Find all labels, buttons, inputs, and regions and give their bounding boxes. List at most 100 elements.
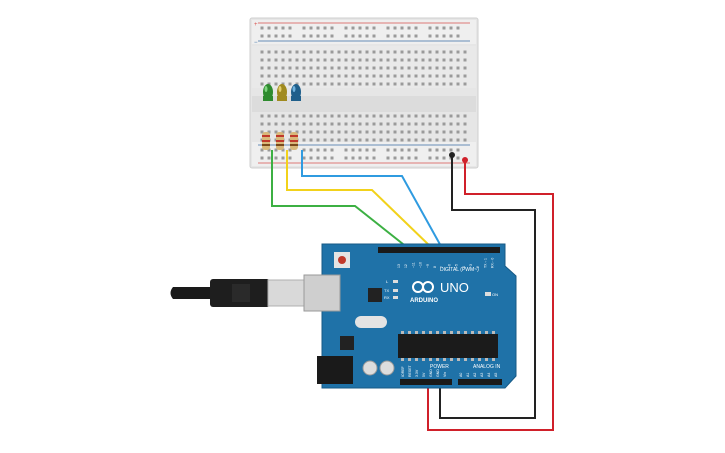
wire-green[interactable] [271, 150, 409, 249]
rail-hole[interactable] [281, 156, 285, 160]
breadboard-hole[interactable] [358, 50, 362, 54]
rail-hole[interactable] [365, 26, 369, 30]
rail-hole[interactable] [302, 26, 306, 30]
rail-hole[interactable] [400, 148, 404, 152]
breadboard-hole[interactable] [288, 82, 292, 86]
rail-hole[interactable] [267, 156, 271, 160]
breadboard-hole[interactable] [302, 58, 306, 62]
breadboard-hole[interactable] [281, 114, 285, 118]
breadboard-hole[interactable] [379, 122, 383, 126]
breadboard-hole[interactable] [344, 82, 348, 86]
breadboard-hole[interactable] [330, 130, 334, 134]
breadboard-hole[interactable] [358, 66, 362, 70]
breadboard[interactable]: + − [249, 17, 479, 169]
breadboard-hole[interactable] [449, 50, 453, 54]
breadboard-hole[interactable] [456, 138, 460, 142]
breadboard-hole[interactable] [435, 138, 439, 142]
breadboard-hole[interactable] [449, 66, 453, 70]
breadboard-hole[interactable] [449, 130, 453, 134]
breadboard-hole[interactable] [421, 50, 425, 54]
breadboard-hole[interactable] [344, 74, 348, 78]
breadboard-hole[interactable] [449, 114, 453, 118]
breadboard-hole[interactable] [330, 58, 334, 62]
breadboard-hole[interactable] [323, 74, 327, 78]
breadboard-hole[interactable] [274, 58, 278, 62]
breadboard-hole[interactable] [456, 50, 460, 54]
rail-hole[interactable] [323, 156, 327, 160]
breadboard-hole[interactable] [463, 66, 467, 70]
rail-hole[interactable] [323, 34, 327, 38]
breadboard-hole[interactable] [260, 114, 264, 118]
rail-hole[interactable] [407, 156, 411, 160]
rail-hole[interactable] [414, 156, 418, 160]
breadboard-hole[interactable] [358, 114, 362, 118]
breadboard-hole[interactable] [372, 74, 376, 78]
rail-hole[interactable] [435, 34, 439, 38]
breadboard-hole[interactable] [386, 138, 390, 142]
breadboard-hole[interactable] [281, 50, 285, 54]
breadboard-hole[interactable] [449, 58, 453, 62]
rail-hole[interactable] [323, 26, 327, 30]
breadboard-hole[interactable] [442, 130, 446, 134]
breadboard-hole[interactable] [309, 114, 313, 118]
breadboard-hole[interactable] [414, 130, 418, 134]
breadboard-hole[interactable] [330, 50, 334, 54]
breadboard-hole[interactable] [295, 82, 299, 86]
rail-hole[interactable] [344, 156, 348, 160]
rail-hole[interactable] [456, 148, 460, 152]
breadboard-hole[interactable] [351, 82, 355, 86]
breadboard-hole[interactable] [435, 58, 439, 62]
breadboard-hole[interactable] [456, 130, 460, 134]
breadboard-hole[interactable] [463, 82, 467, 86]
breadboard-hole[interactable] [337, 58, 341, 62]
breadboard-hole[interactable] [344, 138, 348, 142]
breadboard-hole[interactable] [456, 122, 460, 126]
breadboard-hole[interactable] [379, 130, 383, 134]
breadboard-hole[interactable] [414, 138, 418, 142]
breadboard-hole[interactable] [323, 122, 327, 126]
breadboard-hole[interactable] [414, 50, 418, 54]
breadboard-hole[interactable] [435, 50, 439, 54]
breadboard-hole[interactable] [463, 50, 467, 54]
breadboard-hole[interactable] [267, 122, 271, 126]
breadboard-hole[interactable] [323, 130, 327, 134]
breadboard-hole[interactable] [302, 122, 306, 126]
rail-hole[interactable] [386, 156, 390, 160]
breadboard-hole[interactable] [456, 74, 460, 78]
rail-hole[interactable] [330, 34, 334, 38]
breadboard-hole[interactable] [435, 66, 439, 70]
breadboard-hole[interactable] [365, 50, 369, 54]
breadboard-hole[interactable] [330, 74, 334, 78]
breadboard-hole[interactable] [435, 130, 439, 134]
breadboard-hole[interactable] [421, 58, 425, 62]
breadboard-hole[interactable] [337, 138, 341, 142]
breadboard-hole[interactable] [302, 138, 306, 142]
breadboard-hole[interactable] [302, 130, 306, 134]
rail-hole[interactable] [435, 26, 439, 30]
rail-hole[interactable] [386, 34, 390, 38]
breadboard-hole[interactable] [414, 58, 418, 62]
breadboard-hole[interactable] [400, 130, 404, 134]
breadboard-hole[interactable] [274, 122, 278, 126]
rail-hole[interactable] [274, 26, 278, 30]
wire-black-gnd[interactable] [439, 155, 536, 419]
breadboard-hole[interactable] [351, 74, 355, 78]
breadboard-hole[interactable] [274, 130, 278, 134]
breadboard-hole[interactable] [442, 114, 446, 118]
breadboard-hole[interactable] [365, 58, 369, 62]
breadboard-hole[interactable] [351, 58, 355, 62]
breadboard-hole[interactable] [337, 122, 341, 126]
rail-hole[interactable] [344, 26, 348, 30]
rail-hole[interactable] [351, 34, 355, 38]
rail-hole[interactable] [274, 156, 278, 160]
breadboard-hole[interactable] [456, 66, 460, 70]
breadboard-hole[interactable] [379, 114, 383, 118]
rail-hole[interactable] [400, 26, 404, 30]
breadboard-hole[interactable] [386, 114, 390, 118]
rail-hole[interactable] [267, 26, 271, 30]
breadboard-hole[interactable] [386, 130, 390, 134]
breadboard-hole[interactable] [428, 122, 432, 126]
rail-hole[interactable] [449, 148, 453, 152]
rail-hole[interactable] [372, 156, 376, 160]
